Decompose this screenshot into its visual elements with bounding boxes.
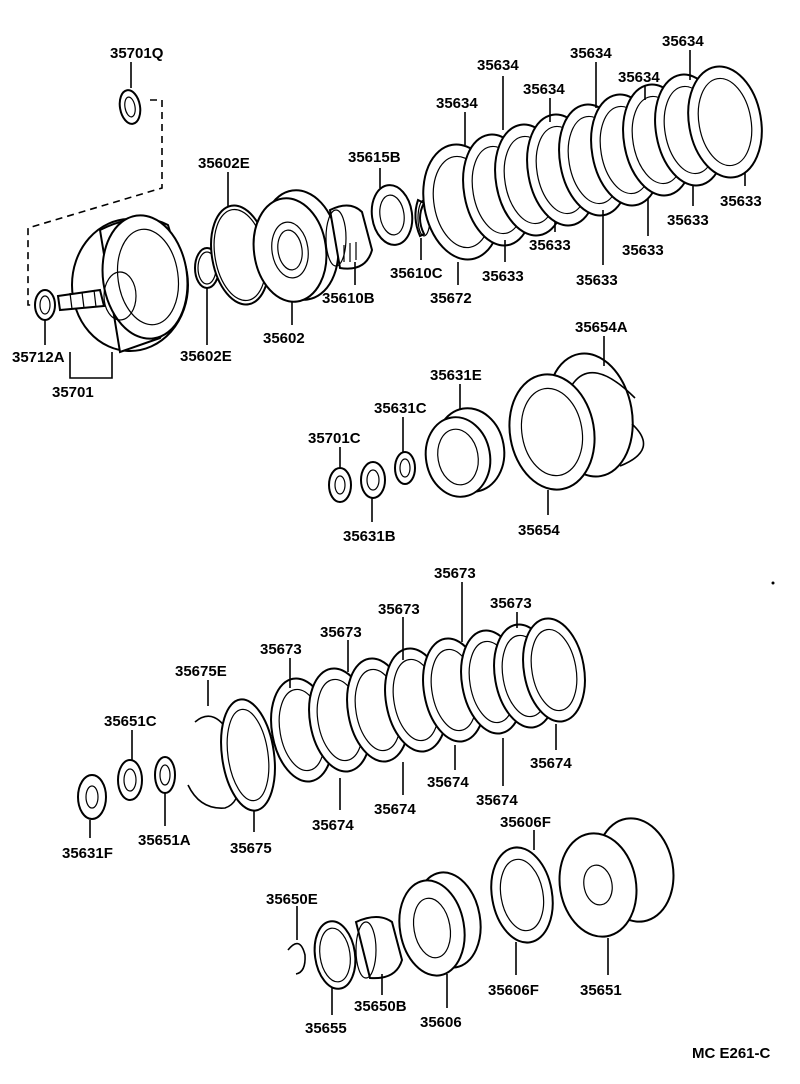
- label-35701: 35701: [52, 384, 94, 401]
- label-35631B: 35631B: [343, 528, 396, 545]
- label-35633-5: 35633: [667, 212, 709, 229]
- label-35674-4: 35674: [476, 792, 518, 809]
- label-35633-1: 35633: [482, 268, 524, 285]
- label-35602E-top: 35602E: [198, 155, 250, 172]
- part-35606-piston: [398, 871, 482, 977]
- label-35633-3: 35633: [576, 272, 618, 289]
- label-35673-2: 35673: [320, 624, 362, 641]
- label-35712A: 35712A: [12, 349, 65, 366]
- label-35650E: 35650E: [266, 891, 318, 908]
- label-35654: 35654: [518, 522, 560, 539]
- part-35655-retainer: [313, 920, 357, 990]
- label-35631E: 35631E: [430, 367, 482, 384]
- label-35606F-top: 35606F: [500, 814, 551, 831]
- label-35674-5: 35674: [530, 755, 572, 772]
- label-35674-2: 35674: [374, 801, 416, 818]
- label-35634-3: 35634: [523, 81, 565, 98]
- label-35701Q: 35701Q: [110, 45, 164, 62]
- label-35634-2: 35634: [477, 57, 519, 74]
- label-35673-4: 35673: [434, 565, 476, 582]
- figure-code: MC E261-C: [692, 1045, 771, 1062]
- part-35610B-spring-retainer: [325, 204, 374, 270]
- label-35651: 35651: [580, 982, 622, 999]
- part-35631E-hub: [424, 407, 506, 498]
- label-35701C: 35701C: [308, 430, 361, 447]
- label-35673-5: 35673: [490, 595, 532, 612]
- label-35606: 35606: [420, 1014, 462, 1031]
- label-35633-6: 35633: [720, 193, 762, 210]
- part-35675-flange: [220, 698, 276, 812]
- part-clutch-disc-stack-lower: [270, 617, 586, 783]
- part-35606F-plate: [490, 846, 554, 944]
- label-35654A: 35654A: [575, 319, 628, 336]
- part-35631F-washer: [77, 774, 107, 820]
- part-35651-drum: [558, 817, 675, 938]
- label-35633-4: 35633: [622, 242, 664, 259]
- part-35701Q-washer: [118, 89, 142, 125]
- part-35654-drum: [508, 352, 634, 491]
- label-35673-1: 35673: [260, 641, 302, 658]
- label-35633-2: 35633: [529, 237, 571, 254]
- part-35712A-seal: [34, 289, 56, 321]
- label-35651A: 35651A: [138, 832, 191, 849]
- label-35631F: 35631F: [62, 845, 113, 862]
- part-35650E-snap-ring: [287, 942, 306, 975]
- part-clutch-disc-stack-upper: [462, 65, 763, 247]
- label-35615B: 35615B: [348, 149, 401, 166]
- part-35631B-bearing: [360, 461, 386, 499]
- part-35602-piston: [252, 189, 340, 303]
- part-35651A-washer: [154, 756, 176, 794]
- label-35634-4: 35634: [570, 45, 612, 62]
- label-35674-1: 35674: [312, 817, 354, 834]
- part-35701-clutch-drum: [56, 214, 189, 354]
- part-35654A-snap-ring: [571, 371, 645, 467]
- label-35602E-bottom: 35602E: [180, 348, 232, 365]
- part-35651C-bearing: [117, 759, 143, 801]
- label-35602: 35602: [263, 330, 305, 347]
- label-35675: 35675: [230, 840, 272, 857]
- label-35631C: 35631C: [374, 400, 427, 417]
- label-35651C: 35651C: [104, 713, 157, 730]
- label-35606F-bottom: 35606F: [488, 982, 539, 999]
- label-35650B: 35650B: [354, 998, 407, 1015]
- part-35615B-seal: [370, 184, 414, 246]
- label-35675E: 35675E: [175, 663, 227, 680]
- label-35655: 35655: [305, 1020, 347, 1037]
- label-35672: 35672: [430, 290, 472, 307]
- part-35701C-washer: [328, 467, 352, 503]
- label-35634-1: 35634: [436, 95, 478, 112]
- label-35610B: 35610B: [322, 290, 375, 307]
- part-35650B-spring: [354, 916, 404, 980]
- part-35631C-washer: [394, 451, 416, 485]
- label-35634-5: 35634: [618, 69, 660, 86]
- label-35673-3: 35673: [378, 601, 420, 618]
- label-35634-6: 35634: [662, 33, 704, 50]
- label-35674-3: 35674: [427, 774, 469, 791]
- label-35610C: 35610C: [390, 265, 443, 282]
